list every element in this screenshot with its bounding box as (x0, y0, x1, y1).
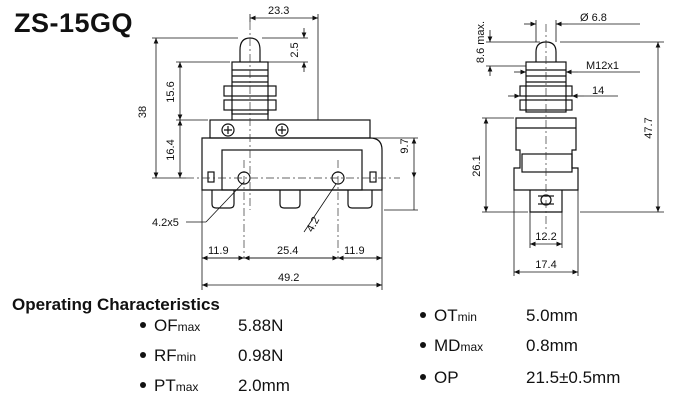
dim-16-4: 16.4 (165, 139, 177, 160)
dim-diameter-6-8: Ø 6.8 (580, 12, 607, 24)
bullet-icon (140, 381, 146, 388)
spec-row-ot-min: OTmin 5.0mm (420, 306, 578, 326)
spec-label-sub: max (175, 380, 199, 394)
dim-11-9-left: 11.9 (208, 245, 229, 257)
dim-12-2: 12.2 (535, 231, 556, 243)
dim-23-3: 23.3 (268, 5, 289, 17)
spec-label-sub: min (176, 350, 197, 364)
dim-15-6: 15.6 (165, 81, 177, 102)
dim-25-4: 25.4 (277, 245, 298, 257)
spec-label: OF (154, 316, 178, 335)
spec-label: PT (154, 376, 176, 395)
front-center-lines (186, 22, 400, 258)
dim-26-1: 26.1 (471, 155, 483, 176)
bullet-icon (140, 351, 146, 358)
spec-value: 21.5±0.5mm (526, 368, 621, 387)
bullet-icon (420, 373, 426, 380)
spec-label: OP (434, 368, 459, 387)
dim-4-2: 4.2 (304, 215, 322, 234)
spec-row-rf-min: RFmin 0.98N (140, 346, 283, 366)
spec-label: RF (154, 346, 177, 365)
spec-row-pt-max: PTmax 2.0mm (140, 376, 290, 396)
side-dimension-lines (482, 20, 664, 276)
spec-label-sub: max (177, 320, 201, 334)
front-terminal-right (347, 190, 373, 209)
spec-value: 2.0mm (238, 376, 290, 395)
spec-row-md-max: MDmax 0.8mm (420, 336, 578, 356)
bullet-icon (420, 341, 426, 348)
spec-label: MD (434, 336, 461, 355)
spec-value: 0.98N (238, 346, 284, 365)
spec-value: 5.0mm (526, 306, 578, 325)
dim-4-2x5: 4.2x5 (152, 217, 179, 229)
front-main-body (201, 137, 383, 191)
front-view (201, 37, 383, 209)
spec-label-sub: min (457, 310, 477, 324)
dim-2-5: 2.5 (289, 42, 301, 57)
dim-47-7: 47.7 (643, 117, 655, 138)
spec-value: 5.88N (238, 316, 284, 335)
spec-value: 0.8mm (526, 336, 578, 355)
front-dimension-lines (152, 14, 418, 290)
dim-9-7: 9.7 (399, 138, 411, 153)
dim-49-2: 49.2 (278, 272, 299, 284)
bullet-icon (140, 321, 146, 328)
spec-label: OT (434, 306, 458, 325)
front-terminal-left (211, 190, 235, 209)
dim-8-6-max: 8.6 max. (475, 21, 487, 63)
front-screw-right (275, 123, 289, 137)
dim-38: 38 (137, 106, 149, 118)
bullet-icon (420, 311, 426, 318)
dim-14: 14 (592, 85, 604, 97)
dim-m12x1: M12x1 (586, 60, 619, 72)
front-screw-left (221, 123, 235, 137)
model-title: ZS-15GQ (14, 8, 134, 38)
dim-11-9-right: 11.9 (344, 245, 365, 257)
front-nut-lower (223, 99, 277, 111)
spec-label-sub: max (460, 340, 484, 354)
spec-row-op: OP 21.5±0.5mm (420, 368, 620, 388)
spec-row-of-max: OFmax 5.88N (140, 316, 283, 336)
front-terminal-middle (279, 190, 301, 209)
operating-characteristics-heading: Operating Characteristics (12, 295, 220, 314)
dim-17-4: 17.4 (535, 259, 556, 271)
